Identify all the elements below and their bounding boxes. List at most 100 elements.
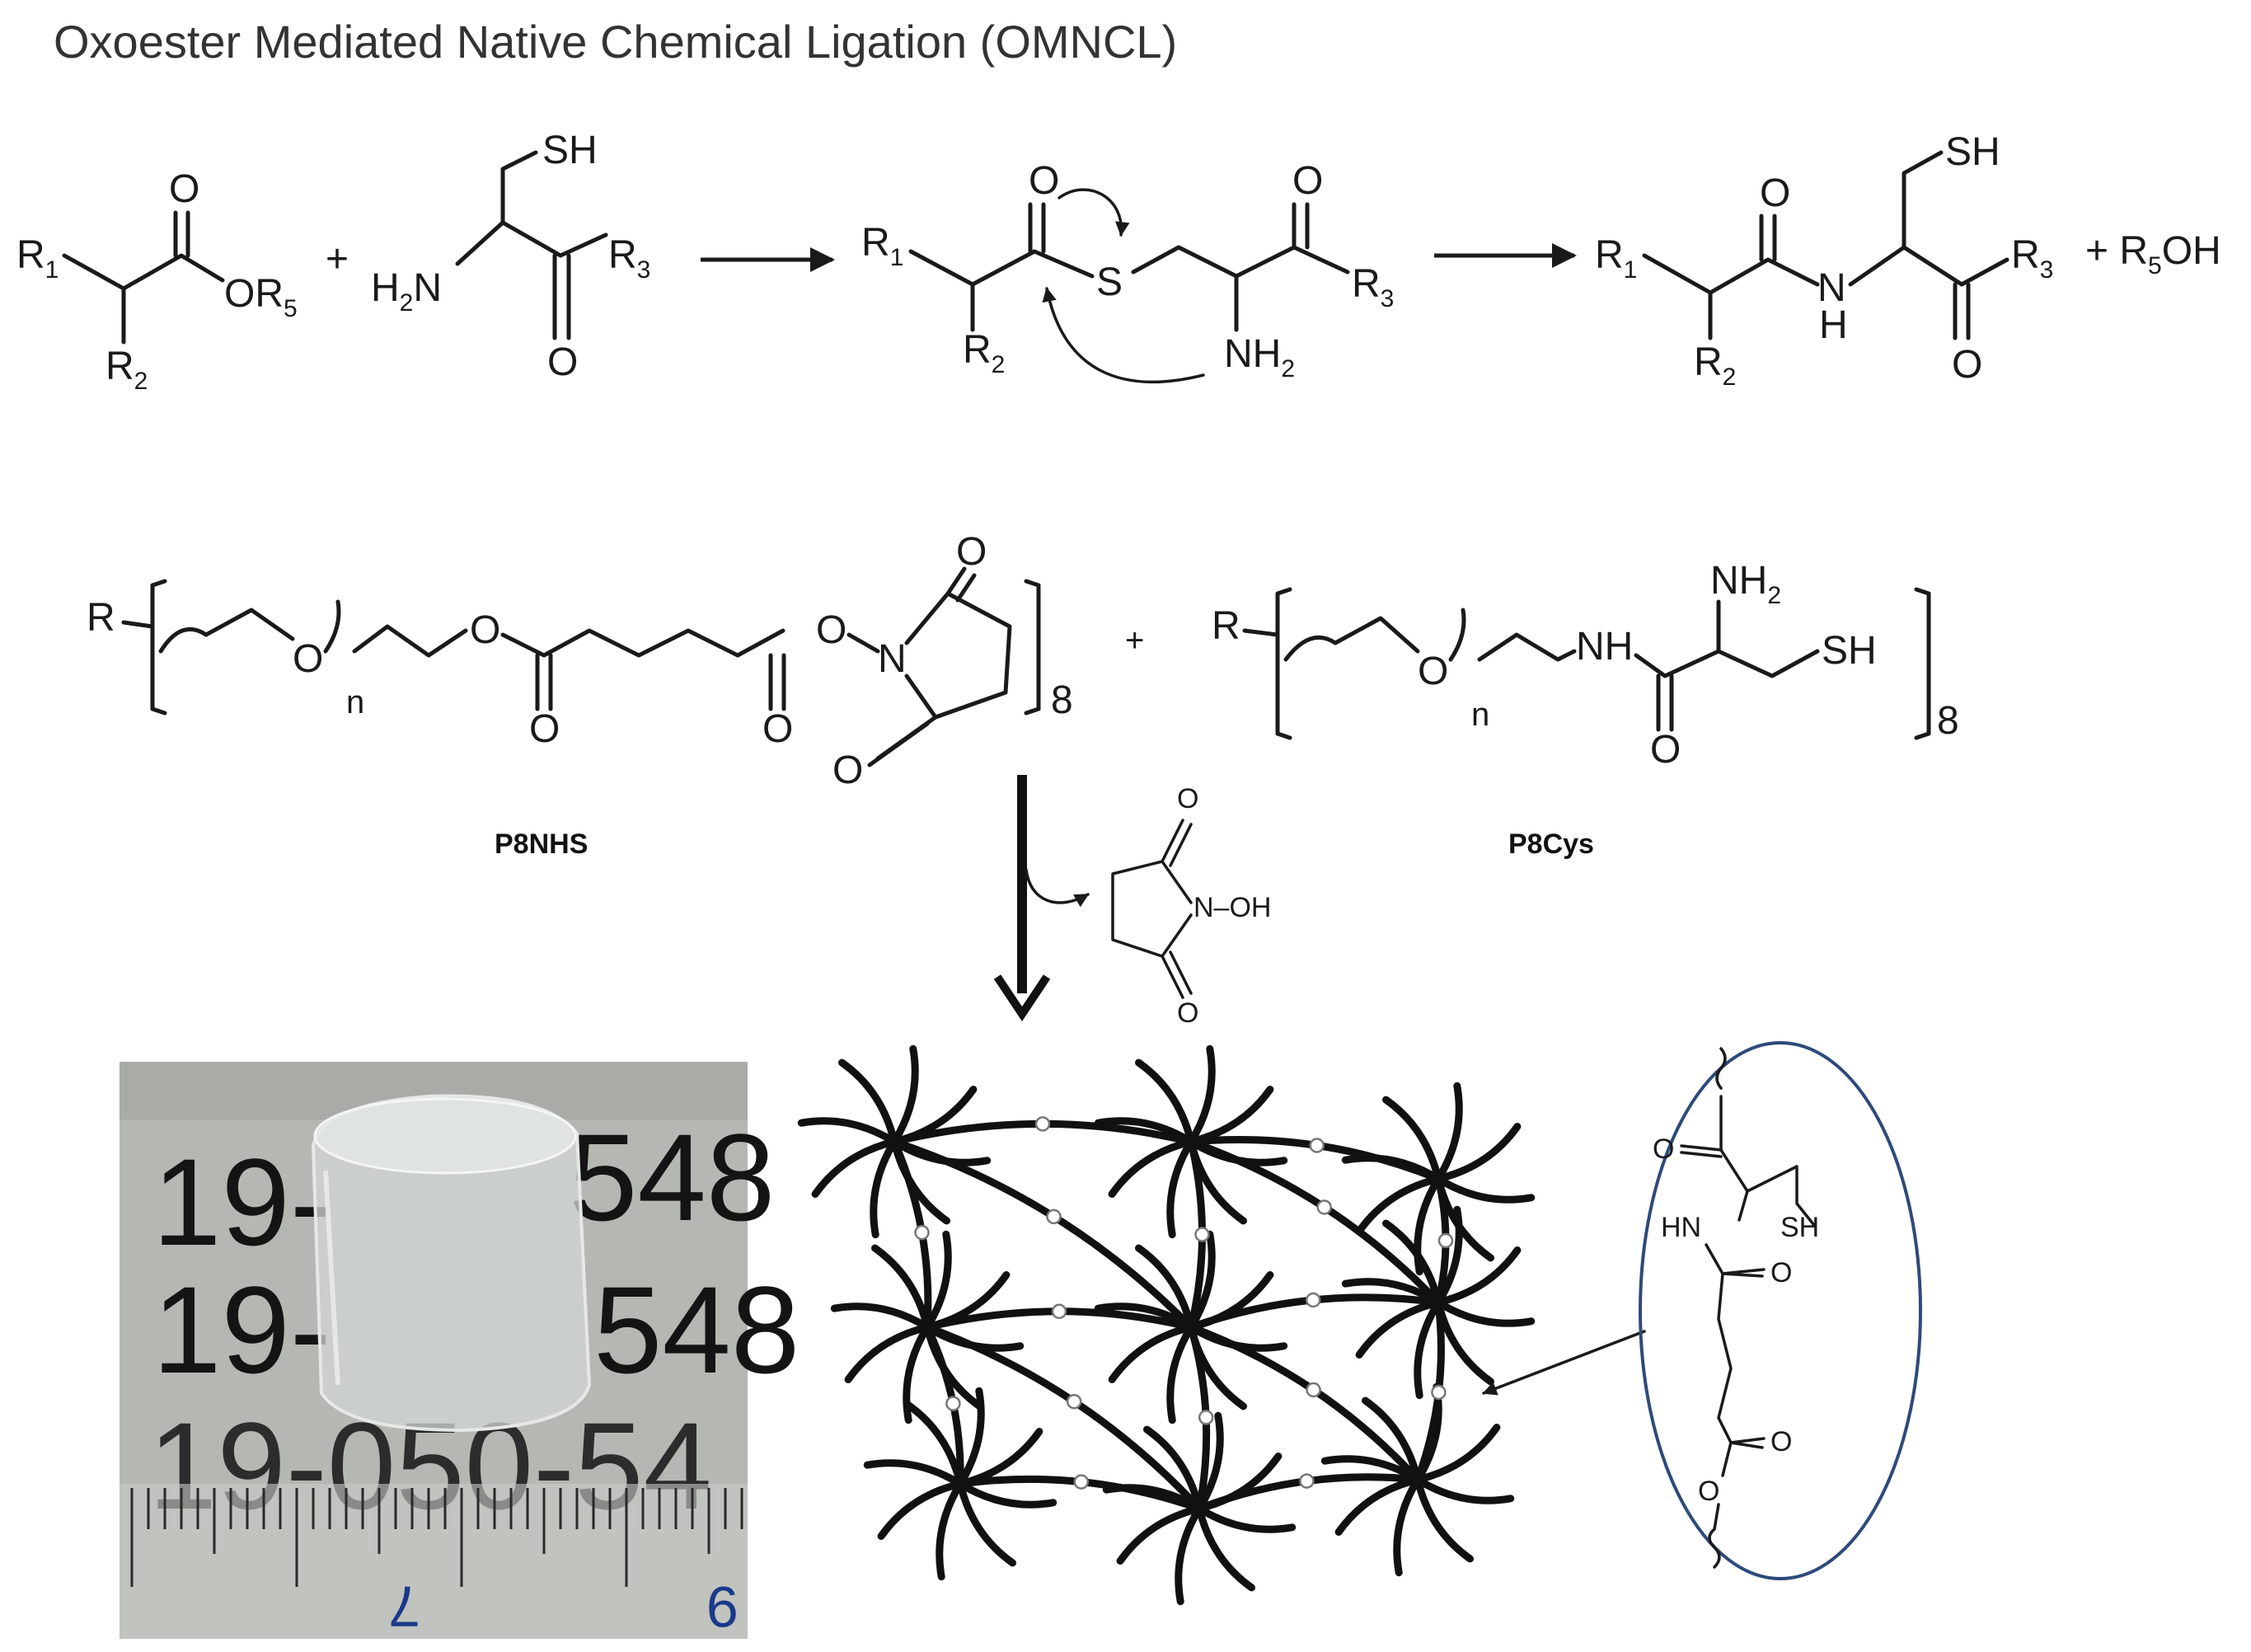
p8nhs-r: R [87, 596, 115, 640]
network-arm [1414, 1298, 1442, 1400]
prod-r3: R3 [2011, 233, 2053, 284]
carbonyl-oxygen-2: O [547, 340, 578, 384]
p8cys-count: 8 [1937, 699, 1959, 743]
network-crosslink-node [1299, 1473, 1315, 1489]
network-arm [830, 1302, 931, 1331]
network-arm [1434, 1298, 1536, 1327]
inset-o1: O [1653, 1133, 1674, 1165]
network-arm [1195, 1504, 1297, 1533]
network-arm [863, 1459, 964, 1488]
network-crosslink-node [1305, 1292, 1321, 1308]
network-arm [1135, 1244, 1195, 1331]
hydrogel-photo: 19- 548 19- 548 19-050-54 7 9 [120, 1062, 800, 1639]
int-r1: R1 [861, 221, 903, 271]
network-crosslink-node [1051, 1303, 1067, 1320]
network-arm [870, 1138, 898, 1239]
network-arm [1166, 1138, 1195, 1239]
int-o2: O [1292, 159, 1323, 203]
p8cys-r: R [1212, 604, 1240, 648]
network-arm [956, 1387, 985, 1488]
inset-hn: HN [1661, 1212, 1701, 1243]
network-arm [797, 1117, 898, 1146]
network-crosslink-node [1198, 1410, 1214, 1425]
prod-r1: R1 [1595, 233, 1637, 284]
thiol-sh: SH [542, 129, 598, 172]
network-arm [1355, 1175, 1442, 1235]
network-arm [1414, 1476, 1515, 1504]
int-o1: O [1029, 159, 1059, 203]
network-arm [1108, 1138, 1195, 1198]
p8nhs-o-carb1: O [529, 707, 560, 751]
network-arm [811, 1138, 898, 1198]
hydrogel-network [797, 1044, 1536, 1606]
network-arm [1175, 1504, 1203, 1606]
p8cys-nh: NH [1576, 625, 1633, 669]
network-arm [1434, 1082, 1463, 1183]
network-arm [1434, 1246, 1522, 1307]
vertical-arrowhead [993, 974, 1051, 1022]
r1-label: R1 [16, 233, 59, 284]
plus-sign-1: + [326, 237, 349, 281]
intermediate-thioester: R1 R2 O S O R3 NH2 [861, 159, 1394, 384]
r3-label: R3 [608, 233, 650, 284]
network-arm [1434, 1123, 1522, 1183]
plus-sign-2: + [1125, 622, 1144, 659]
p8nhs-n: n [346, 684, 364, 720]
prod-n: N [1817, 266, 1846, 310]
prod-sh: SH [1945, 130, 2000, 174]
p8cys-label: P8Cys [1508, 828, 1594, 860]
network-crosslink-node [1316, 1199, 1332, 1215]
p8cys-sh: SH [1822, 629, 1877, 673]
reactant-oxoester: R1 R2 O OR5 [16, 167, 298, 395]
network-crosslink-node [1046, 1208, 1062, 1225]
polymer-p8nhs: R O n O O O O N O O 8 P8NHS [87, 530, 1073, 860]
p8nhs-n-imide: N [878, 637, 907, 681]
p8nhs-o-carb2: O [762, 707, 793, 751]
network-arm [1135, 1058, 1195, 1146]
inset-sh: SH [1780, 1212, 1819, 1243]
nhs-o-top: O [1177, 783, 1198, 814]
r2-label: R2 [106, 345, 148, 395]
network-crosslink-node [1437, 1232, 1454, 1249]
p8nhs-o-chain: O [293, 637, 323, 681]
network-crosslink-node [945, 1396, 961, 1411]
carbonyl-oxygen: O [169, 167, 199, 211]
network-arm [1393, 1476, 1422, 1577]
p8nhs-o-ester: O [470, 608, 500, 652]
label-row-1-right: 548 [569, 1108, 775, 1246]
network-arm [903, 1323, 931, 1424]
p8nhs-o-bottom: O [832, 749, 863, 792]
network-arm [844, 1323, 931, 1383]
p8nhs-label: P8NHS [495, 828, 588, 860]
p8nhs-o-link: O [816, 608, 846, 652]
inset-pointer-arrow [1482, 1330, 1646, 1396]
network-arm [936, 1480, 964, 1581]
reactant-cysteine: SH H2N R3 O [371, 129, 650, 384]
network-arm [1382, 1219, 1442, 1307]
network-crosslink-node [1034, 1116, 1051, 1132]
label-row-1-left: 19- [152, 1133, 331, 1271]
ruler-number-9: 9 [706, 1575, 739, 1639]
network-arm [1382, 1096, 1442, 1183]
network-arm [1116, 1504, 1203, 1565]
amine-h2n: H2N [371, 266, 442, 317]
nhs-o-bottom: O [1177, 997, 1198, 1029]
int-s: S [1096, 260, 1123, 304]
byproduct-release-arrow [1025, 868, 1090, 908]
figure-title: Oxoester Mediated Native Chemical Ligati… [54, 16, 1177, 68]
network-arm [1187, 1044, 1216, 1146]
int-r3: R3 [1352, 262, 1394, 312]
p8cys-o-carb: O [1650, 728, 1681, 772]
nhs-byproduct: O N–OH O [1111, 783, 1271, 1029]
int-nh2: NH2 [1224, 332, 1295, 382]
p8cys-nh2: NH2 [1710, 559, 1781, 609]
ester-or5: OR5 [224, 272, 298, 322]
network-arm [1195, 1504, 1255, 1592]
network-arm [1414, 1424, 1501, 1484]
network-link [1187, 1323, 1422, 1484]
network-arm [956, 1480, 1058, 1509]
linkage-inset: O SH HN O O O [1639, 1041, 1922, 1580]
polymer-p8cys: R O n NH O NH2 SH 8 P8Cys [1212, 559, 1959, 860]
prod-h: H [1819, 303, 1848, 347]
network-arm [1414, 1476, 1474, 1563]
